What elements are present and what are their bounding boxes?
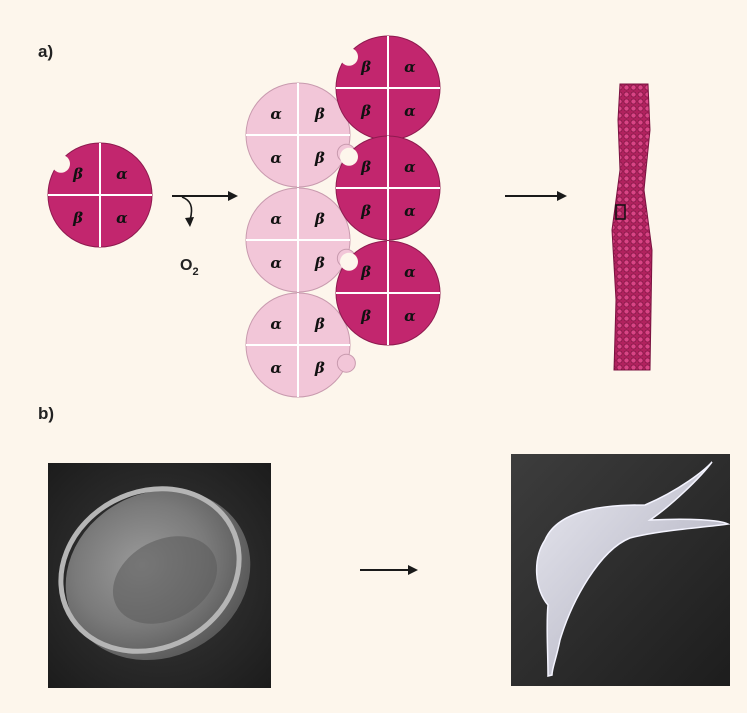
alpha-subunit-label: α: [404, 158, 416, 176]
arrow-right-icon: [172, 191, 238, 201]
arrow-right-icon: [505, 191, 567, 201]
polymer-dark-tetramer: β α β α: [336, 241, 440, 345]
alpha-subunit-label: α: [404, 202, 416, 220]
deoxy-hemoglobin-tetramer: β α β α: [48, 143, 152, 247]
alpha-subunit-label: α: [404, 263, 416, 281]
alpha-subunit-label: α: [116, 209, 128, 227]
beta-subunit-label: β: [360, 58, 371, 76]
oxygen-label: O2: [180, 257, 199, 278]
beta-subunit-label: β: [314, 254, 325, 272]
beta-subunit-label: β: [360, 202, 371, 220]
alpha-subunit-label: α: [270, 149, 282, 167]
arrow-right-icon: [360, 565, 418, 575]
beta-subunit-label: β: [314, 359, 325, 377]
alpha-subunit-label: α: [404, 58, 416, 76]
polymer-dark-tetramer: β α β α: [336, 136, 440, 240]
alpha-subunit-label: α: [116, 165, 128, 183]
beta-subunit-label: β: [360, 263, 371, 281]
alpha-subunit-label: α: [404, 102, 416, 120]
beta-subunit-label: β: [360, 102, 371, 120]
sickled-red-blood-cell-photo: [511, 454, 730, 686]
beta-subunit-label: β: [314, 315, 325, 333]
normal-red-blood-cell-photo: [32, 458, 280, 692]
polymer-dark-tetramer: β α β α: [336, 36, 440, 140]
beta-subunit-label: β: [360, 307, 371, 325]
beta-subunit-label: β: [314, 105, 325, 123]
alpha-subunit-label: α: [404, 307, 416, 325]
beta-subunit-label: β: [72, 165, 83, 183]
alpha-subunit-label: α: [270, 359, 282, 377]
beta-subunit-label: β: [314, 210, 325, 228]
alpha-subunit-label: α: [270, 254, 282, 272]
alpha-subunit-label: α: [270, 315, 282, 333]
alpha-subunit-label: α: [270, 105, 282, 123]
beta-subunit-label: β: [314, 149, 325, 167]
beta-subunit-label: β: [72, 209, 83, 227]
curved-arrow-down-icon: [182, 197, 194, 227]
alpha-subunit-label: α: [270, 210, 282, 228]
sickle-fiber: [612, 84, 652, 370]
beta-subunit-label: β: [360, 158, 371, 176]
